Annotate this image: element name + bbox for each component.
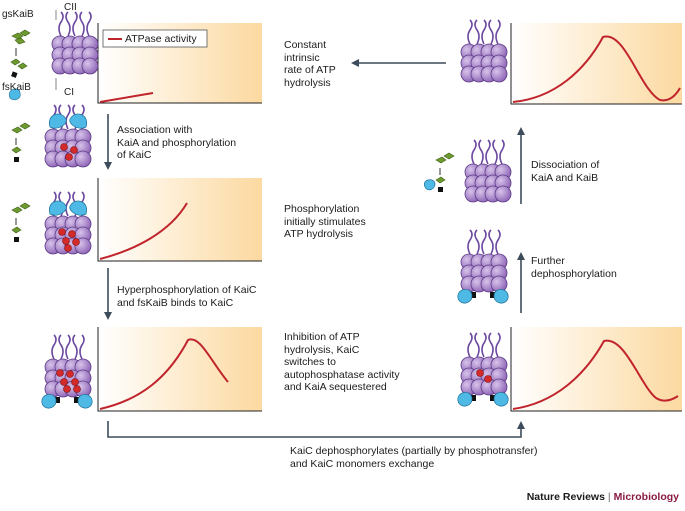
phosphate-groups [60,143,78,161]
kaib-bound [457,392,509,407]
activity-curve-1 [99,92,154,103]
kaib-key [8,29,31,101]
kaic-tails [467,229,501,255]
kaic-dephosphorylating [457,332,509,407]
kaib-bound [457,289,509,304]
phosphate-groups [476,369,492,383]
kaia-dimer [48,200,88,216]
step-inhibition: Inhibition of ATP hydrolysis, KaiC switc… [284,331,400,393]
step-dephosphorylation: Further dephosphorylation [531,255,617,280]
legend-box [102,29,208,48]
kaic-kaib-bound [457,229,509,304]
journal-name: Nature Reviews [526,491,605,503]
kaic-hexamer [460,356,508,396]
kaic-hexamer [460,253,508,293]
kaib-pool-2 [11,202,31,242]
kaib-released [435,152,455,192]
gskaib-icon [11,29,31,45]
step-association: Association with KaiA and phosphorylatio… [117,124,237,161]
journal-subject: Microbiology [613,491,679,503]
kaib-bound [41,394,93,409]
journal-credit: Nature Reviews|Microbiology [527,491,679,503]
fskaib-label: fsKaiB [2,82,31,93]
fskaib-icon [8,88,21,101]
kaib-pool-1 [11,122,31,162]
kaic-hexamer [44,128,92,168]
kaic-kaia-bound [44,104,92,168]
panel-3 [97,327,262,412]
kaic-hexamer [51,35,99,75]
activity-curve-2 [99,202,188,260]
panel-2 [97,178,262,262]
panel-4 [510,23,682,105]
flow-arrows [104,59,525,438]
panel-1 [97,23,262,104]
kaic-phosphorylated [44,191,92,255]
kaic-tails [58,11,92,37]
kaic-reset [460,19,508,83]
kaic-tails [471,139,505,165]
kaic-tails [467,19,501,45]
phosphate-groups [56,369,81,393]
credit-separator: | [607,491,611,503]
fskaib-fold-icon [10,58,28,70]
kaic-tails [51,334,85,360]
kaia-dimer [48,113,88,129]
kaic-basal [51,11,99,75]
step-exchange: KaiC dephosphorylates (partially by phos… [290,445,538,470]
legend-label: ATPase activity [125,33,197,45]
step-constant: Constant intrinsic rate of ATP hydrolysi… [284,39,336,89]
step-dissociation: Dissociation of KaiA and KaiB [531,159,600,184]
kaia-released [423,179,436,191]
ci-label: CI [64,87,74,98]
activity-curve-4 [512,35,681,103]
kaic-free [464,139,512,203]
cii-label: CII [64,2,77,13]
kaic-hyperphosphorylated [41,334,93,409]
gskaib-label: gsKaiB [2,9,34,20]
kaic-hexamer [464,163,512,203]
kaic-tails [467,332,501,358]
panel-5 [510,327,682,412]
activity-curve-5 [512,339,679,410]
phosphate-groups [58,228,80,252]
step-phosphorylation: Phosphorylation initially stimulates ATP… [284,203,366,240]
kaic-hexamer [460,43,508,83]
step-hyperphosphorylation: Hyperphosphorylation of KaiC and fsKaiB … [117,284,257,309]
arrow-exchange [107,421,525,438]
activity-curve-3 [99,338,229,410]
